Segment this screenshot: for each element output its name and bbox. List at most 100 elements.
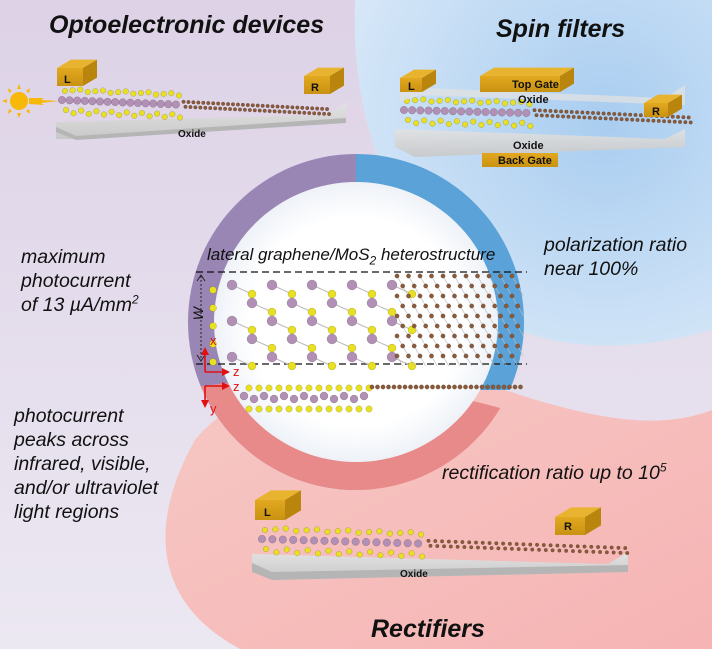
mo-atom [522, 108, 531, 118]
c-atom [482, 545, 487, 550]
photocurrent-max-claim: maximum photocurrent of 13 µA/mm2 [21, 245, 139, 317]
c-atom [434, 323, 440, 329]
c-atom [596, 545, 601, 550]
bottom-oxide [395, 129, 685, 157]
c-atom [394, 353, 400, 359]
claim-line: rectification ratio up to 105 [442, 461, 667, 485]
spin-filter-device-illustration [395, 67, 693, 167]
s-atom [293, 527, 300, 534]
mo-atom [239, 391, 249, 401]
s-atom [367, 548, 374, 556]
c-atom [448, 544, 453, 549]
s-atom [315, 384, 323, 392]
c-atom [429, 293, 434, 299]
heterostructure-label-pre: lateral graphene/MoS [207, 245, 370, 264]
c-atom [394, 273, 400, 279]
s-atom [355, 405, 363, 413]
s-atom [335, 551, 342, 558]
mo-atom [319, 391, 329, 401]
c-atom [587, 115, 592, 120]
s-atom [169, 111, 176, 118]
mo-atom [246, 333, 258, 345]
spin-left-electrode-front [400, 78, 422, 92]
c-atom [612, 111, 617, 116]
c-atom [475, 273, 480, 279]
c-atom [509, 293, 515, 299]
c-atom [557, 548, 562, 553]
c-atom [539, 113, 544, 118]
c-atom [406, 353, 411, 359]
claim-line: photocurrent [21, 270, 131, 292]
s-atom [345, 527, 352, 534]
c-atom [429, 273, 434, 279]
c-atom [262, 108, 267, 113]
c-atom [619, 117, 624, 122]
c-atom [616, 545, 621, 550]
c-atom [480, 540, 485, 545]
c-atom [198, 105, 203, 110]
mo-atom [440, 106, 449, 116]
c-atom [570, 549, 576, 554]
c-atom [550, 548, 555, 553]
c-atom [480, 303, 486, 309]
s-atom [366, 528, 373, 536]
c-atom [467, 540, 472, 545]
c-atom [411, 303, 417, 309]
rectifier-device-illustration [252, 490, 630, 580]
rect-left-electrode-side [285, 490, 301, 520]
c-atom [196, 100, 201, 105]
spin-left-electrode-top [400, 69, 436, 78]
s-atom [305, 384, 313, 392]
c-atom [423, 303, 429, 309]
c-atom [651, 118, 656, 123]
c-atom [191, 100, 196, 105]
s-atom [122, 88, 129, 95]
c-atom [479, 384, 485, 390]
rect-right-electrode-top [555, 507, 601, 517]
s-atom [404, 116, 412, 124]
c-atom [543, 548, 548, 553]
rectifiers-title: Rectifiers [371, 615, 485, 643]
s-atom [452, 99, 459, 106]
c-atom [530, 547, 535, 552]
mo-atom [57, 95, 67, 105]
s-atom [247, 361, 257, 371]
c-atom [672, 119, 677, 124]
claim-line: peaks across [14, 429, 129, 451]
s-atom [387, 343, 397, 353]
c-atom [235, 102, 240, 107]
axis-label-z2: z [233, 379, 240, 394]
c-atom [435, 544, 440, 549]
c-atom [426, 538, 431, 543]
c-atom [559, 109, 564, 114]
c-atom [260, 103, 265, 108]
c-atom [292, 110, 297, 115]
c-atom [509, 333, 515, 339]
mo-atom [514, 108, 523, 117]
c-atom [181, 99, 186, 104]
c-atom [582, 115, 587, 120]
c-atom [590, 110, 596, 115]
c-atom [441, 384, 446, 390]
mo-atom [118, 98, 127, 107]
c-atom [473, 540, 479, 545]
c-atom [400, 303, 406, 309]
mo-atom [372, 538, 381, 547]
s-atom [325, 547, 332, 554]
c-atom [515, 283, 521, 289]
c-atom [400, 283, 406, 289]
c-atom [486, 273, 492, 279]
c-atom [290, 105, 295, 110]
c-atom [553, 109, 558, 114]
mo-atom [164, 100, 173, 109]
c-atom [245, 103, 250, 108]
c-atom [475, 293, 480, 299]
rect-left-electrode-top [255, 490, 301, 500]
c-atom [446, 303, 452, 309]
mo-atom [366, 297, 378, 309]
s-atom [315, 405, 323, 413]
mo-atom [269, 394, 279, 404]
c-atom [272, 109, 277, 114]
c-atom [237, 107, 242, 112]
opto-right-electrode-front [304, 76, 330, 94]
